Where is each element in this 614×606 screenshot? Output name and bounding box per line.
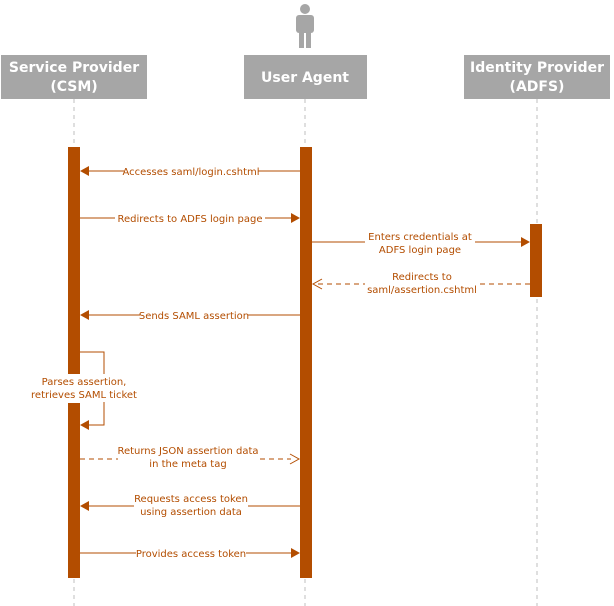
- user-actor-icon: [296, 4, 314, 48]
- message-enters-credentials: Enters credentials at ADFS login page: [312, 230, 530, 256]
- message-label-line-1: Enters credentials at: [368, 232, 472, 243]
- arrowhead-filled: [80, 420, 89, 430]
- activation-identity-provider: [530, 224, 542, 297]
- message-label-line-1: Redirects to: [392, 272, 452, 283]
- message-label: Provides access token: [136, 549, 246, 560]
- message-label-line-2: saml/assertion.cshtml: [367, 285, 477, 296]
- participant-identity-provider-line-1: Identity Provider: [470, 60, 604, 76]
- participant-service-provider-line-1: Service Provider: [9, 60, 139, 76]
- message-label-line-1: Parses assertion,: [42, 377, 127, 388]
- message-label-line-2: ADFS login page: [379, 245, 461, 256]
- message-returns-json: Returns JSON assertion data in the meta …: [80, 444, 301, 470]
- activation-service-provider-2: [68, 403, 80, 578]
- participant-user-agent-label: User Agent: [261, 70, 349, 86]
- message-label: Accesses saml/login.cshtml: [122, 167, 259, 178]
- arrowhead-open: [289, 453, 301, 465]
- participant-identity-provider: Identity Provider (ADFS): [464, 55, 610, 99]
- arrowhead-filled: [521, 237, 530, 247]
- message-label-line-1: Returns JSON assertion data: [117, 446, 258, 457]
- message-label-line-2: retrieves SAML ticket: [31, 390, 137, 401]
- arrowhead-filled: [80, 166, 89, 176]
- arrowhead-filled: [80, 501, 89, 511]
- message-label: Sends SAML assertion: [139, 311, 249, 322]
- message-label: Redirects to ADFS login page: [117, 214, 262, 225]
- message-label-line-2: in the meta tag: [149, 459, 226, 470]
- message-requests-token: Requests access token using assertion da…: [80, 492, 300, 518]
- message-label-line-1: Requests access token: [134, 494, 248, 505]
- message-label-line-2: using assertion data: [140, 507, 242, 518]
- message-redirects-assertion: Redirects to saml/assertion.cshtml: [311, 270, 530, 296]
- participant-service-provider: Service Provider (CSM): [1, 55, 147, 99]
- activations: [68, 147, 542, 578]
- participant-identity-provider-line-2: (ADFS): [510, 79, 565, 95]
- message-parses-assertion: Parses assertion, retrieves SAML ticket: [28, 351, 138, 430]
- activation-user-agent: [300, 147, 312, 578]
- arrowhead-filled: [291, 213, 300, 223]
- participant-service-provider-line-2: (CSM): [50, 79, 97, 95]
- message-redirects-adfs: Redirects to ADFS login page: [80, 211, 300, 225]
- message-provides-token: Provides access token: [80, 546, 300, 560]
- arrowhead-filled: [80, 310, 89, 320]
- message-accesses-login: Accesses saml/login.cshtml: [80, 164, 300, 178]
- arrowhead-filled: [291, 548, 300, 558]
- message-sends-saml: Sends SAML assertion: [80, 308, 300, 322]
- activation-service-provider-1: [68, 147, 80, 377]
- arrowhead-open: [311, 278, 323, 290]
- participant-user-agent: User Agent: [244, 55, 367, 99]
